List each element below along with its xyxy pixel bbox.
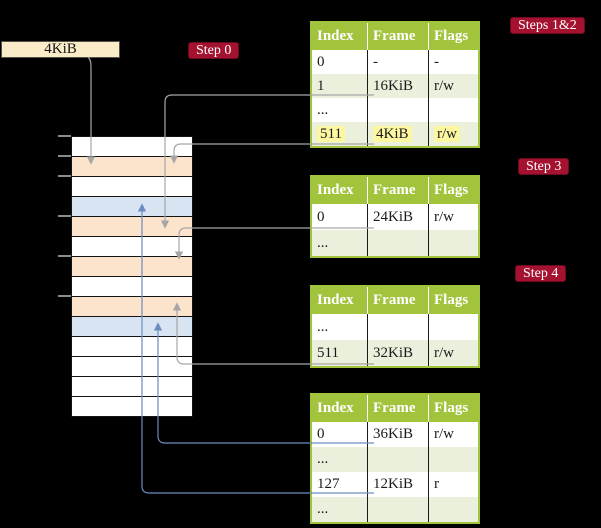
memory-tick: [58, 295, 71, 297]
cell-index: ...: [317, 501, 329, 517]
cell-frame: 12KiB: [367, 472, 428, 497]
memory-tick: [58, 175, 71, 177]
cell-index: 511: [312, 122, 367, 146]
cell-frame: -: [367, 50, 428, 74]
page-table-4: Index Frame Flags 0 36KiB r/w ... 127 12…: [310, 393, 480, 524]
header-index: Index: [317, 182, 354, 198]
page-size-box: 4KiB: [1, 41, 120, 58]
memory-tick: [58, 215, 71, 217]
cell-frame: [367, 314, 428, 340]
memory-tick: [58, 155, 71, 157]
memory-row-8: [72, 297, 192, 317]
cell-flags: [428, 447, 478, 472]
cell-flags: [428, 230, 478, 256]
memory-tick: [58, 255, 71, 257]
memory-row-7: [72, 277, 192, 297]
cell-flags: -: [428, 50, 478, 74]
table-row: ...: [312, 314, 478, 340]
step-0-badge: Step 0: [188, 42, 240, 59]
memory-row-6: [72, 257, 192, 277]
header-flags: Flags: [428, 23, 478, 50]
table-row: 511 32KiB r/w: [312, 340, 478, 366]
page-table-2: Index Frame Flags 0 24KiB r/w ...: [310, 175, 480, 258]
highlighted-text: r/w: [434, 126, 460, 142]
highlighted-text: 511: [317, 126, 345, 142]
table-header: Index Frame Flags: [312, 177, 478, 204]
table-row: 0 - -: [312, 50, 478, 74]
cell-index: 127: [317, 476, 340, 492]
physical-memory-stack: [71, 136, 193, 417]
cell-flags: [428, 314, 478, 340]
header-flags: Flags: [428, 177, 478, 204]
memory-row-3: [72, 197, 192, 217]
table-row: ...: [312, 230, 478, 256]
table-row: 1 16KiB r/w: [312, 74, 478, 98]
cell-frame: [367, 497, 428, 522]
header-index: Index: [317, 28, 354, 44]
header-frame: Frame: [367, 287, 428, 314]
steps-1-2-badge: Steps 1&2: [510, 17, 585, 34]
memory-row-2: [72, 177, 192, 197]
header-flags: Flags: [428, 395, 478, 422]
cell-frame: 4KiB: [367, 122, 428, 146]
header-index: Index: [317, 400, 354, 416]
header-flags: Flags: [428, 287, 478, 314]
header-index: Index: [317, 292, 354, 308]
header-frame: Frame: [367, 177, 428, 204]
table-row: ...: [312, 447, 478, 472]
cell-frame: 32KiB: [367, 340, 428, 366]
cell-frame: [367, 230, 428, 256]
memory-row-0: [72, 137, 192, 157]
memory-row-11: [72, 357, 192, 377]
step-3-badge: Step 3: [518, 158, 570, 175]
cell-frame: [367, 98, 428, 122]
memory-row-13: [72, 397, 192, 417]
table-header: Index Frame Flags: [312, 395, 478, 422]
cell-index: 1: [317, 78, 325, 94]
cell-flags: [428, 98, 478, 122]
table-header: Index Frame Flags: [312, 287, 478, 314]
cell-index: 0: [317, 209, 325, 225]
table-row: ...: [312, 497, 478, 522]
cell-index: ...: [317, 319, 329, 335]
page-table-3: Index Frame Flags ... 511 32KiB r/w: [310, 285, 480, 368]
highlighted-text: 4KiB: [373, 126, 412, 142]
cell-frame: 24KiB: [367, 204, 428, 230]
cell-flags: r/w: [428, 74, 478, 98]
memory-row-9: [72, 317, 192, 337]
table-row-highlighted: 511 4KiB r/w: [312, 122, 478, 146]
memory-row-1: [72, 157, 192, 177]
memory-row-4: [72, 217, 192, 237]
cell-frame: 16KiB: [367, 74, 428, 98]
cell-frame: 36KiB: [367, 422, 428, 447]
table-row: ...: [312, 98, 478, 122]
cell-index: 0: [317, 426, 325, 442]
header-frame: Frame: [367, 23, 428, 50]
header-frame: Frame: [367, 395, 428, 422]
cell-flags: r/w: [428, 422, 478, 447]
table-header: Index Frame Flags: [312, 23, 478, 50]
cell-flags: r/w: [428, 122, 478, 146]
cell-index: 511: [317, 345, 339, 361]
cell-index: ...: [317, 102, 329, 118]
step-4-badge: Step 4: [515, 265, 567, 282]
cell-index: ...: [317, 235, 329, 251]
memory-row-10: [72, 337, 192, 357]
memory-row-12: [72, 377, 192, 397]
cell-flags: r/w: [428, 340, 478, 366]
memory-row-5: [72, 237, 192, 257]
table-row: 0 24KiB r/w: [312, 204, 478, 230]
table-row: 0 36KiB r/w: [312, 422, 478, 447]
cell-index: ...: [317, 451, 329, 467]
cell-flags: r: [428, 472, 478, 497]
cell-flags: r/w: [428, 204, 478, 230]
cell-frame: [367, 447, 428, 472]
table-row: 127 12KiB r: [312, 472, 478, 497]
cell-flags: [428, 497, 478, 522]
memory-tick: [58, 135, 71, 137]
page-table-1: Index Frame Flags 0 - - 1 16KiB r/w ... …: [310, 21, 480, 148]
cell-index: 0: [317, 54, 325, 70]
